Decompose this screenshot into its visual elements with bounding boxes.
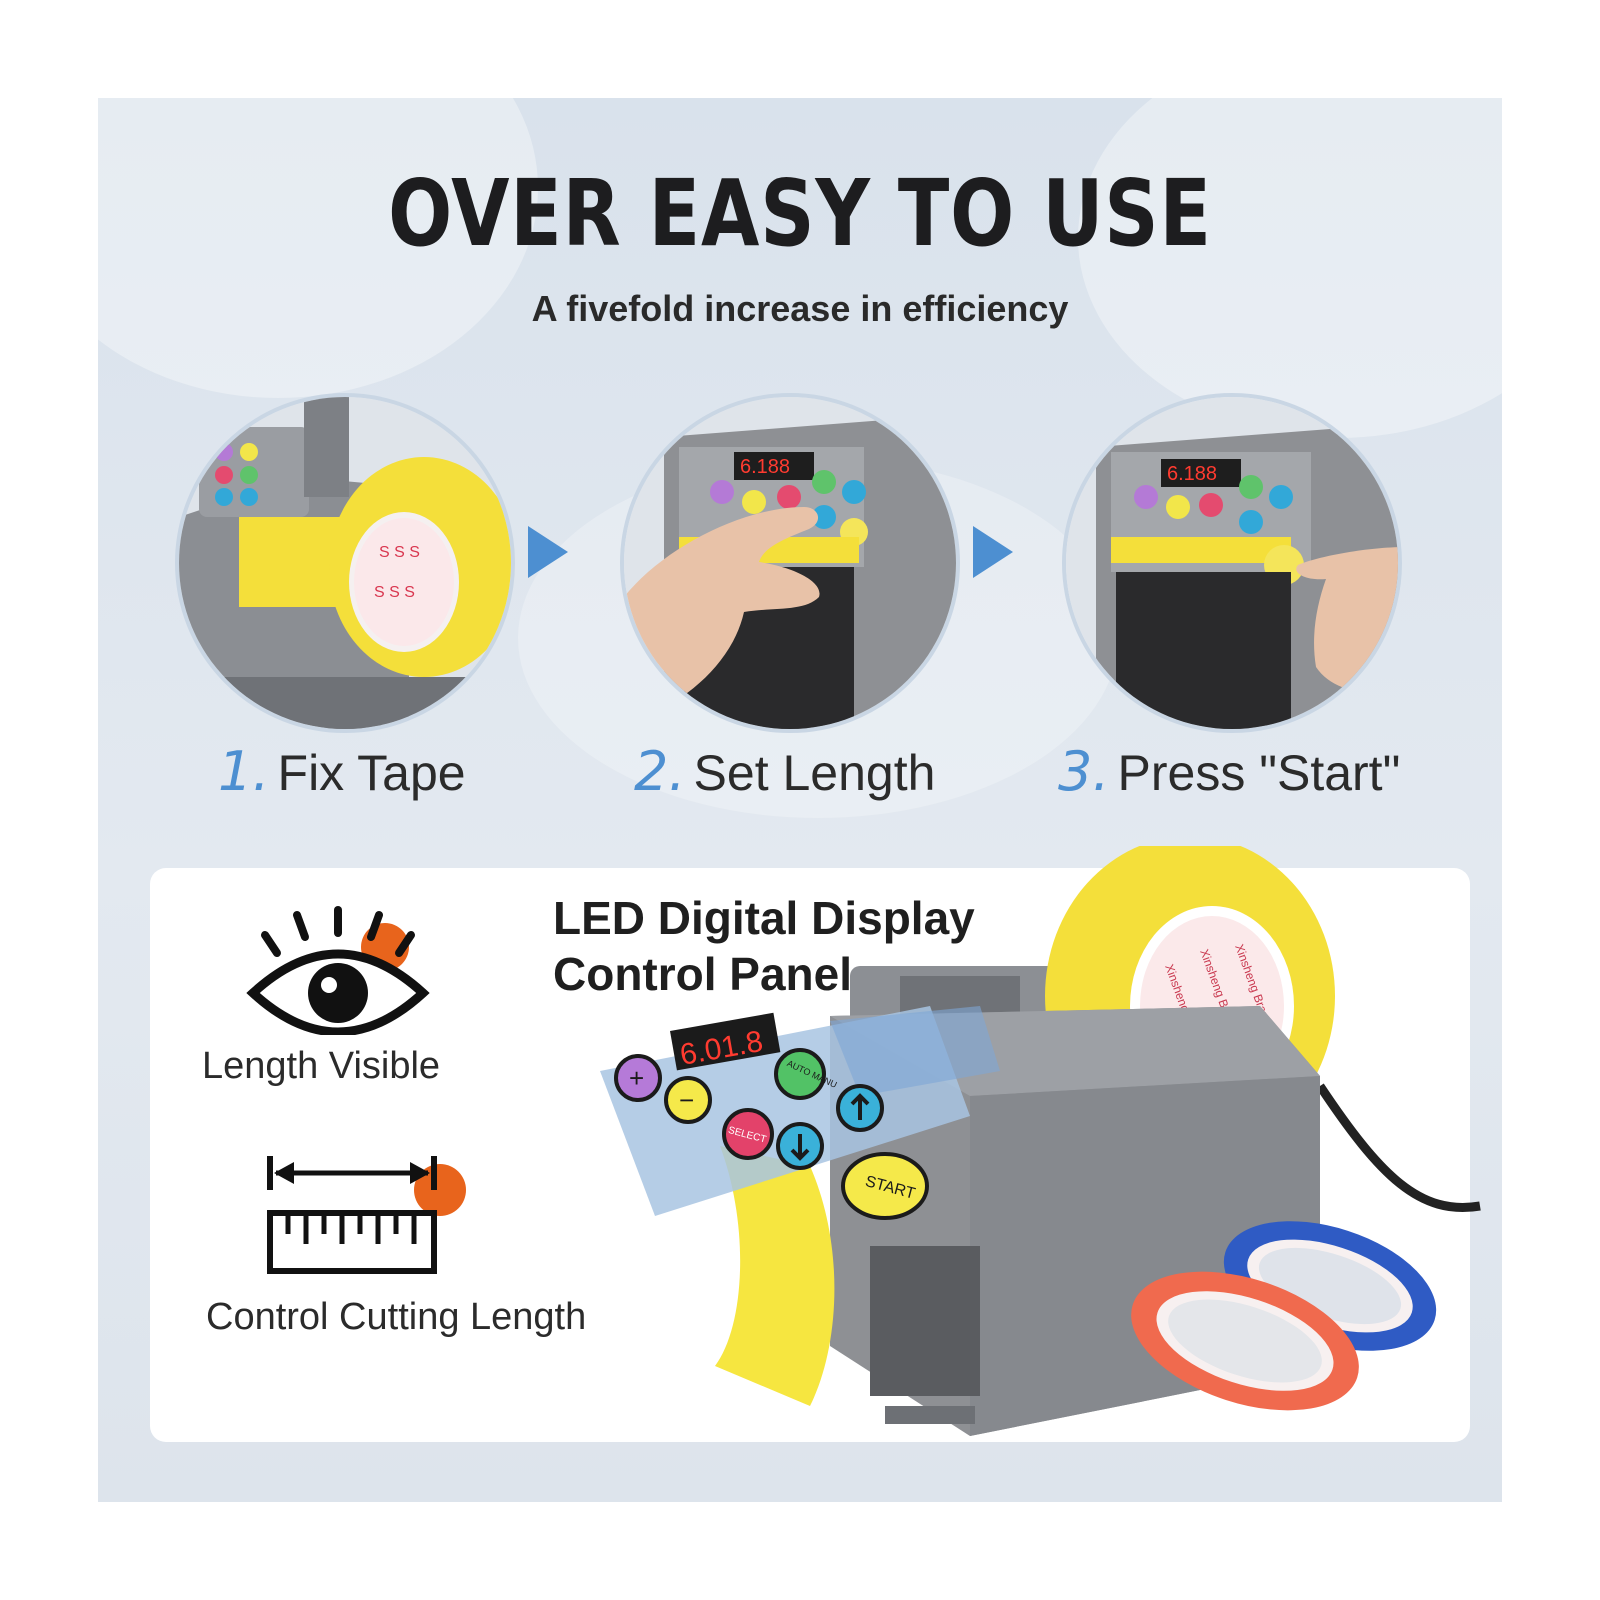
svg-text:6.188: 6.188 — [740, 456, 790, 478]
svg-text:S S S: S S S — [379, 544, 420, 561]
page-subtitle: A fivefold increase in efficiency — [531, 288, 1069, 329]
step-2-text: Set Length — [693, 745, 936, 801]
feature-card-heading-line1: LED Digital Display — [553, 892, 975, 944]
next-arrow-icon — [528, 526, 568, 578]
svg-text:S S S: S S S — [374, 584, 415, 601]
step-3-text: Press "Start" — [1117, 745, 1401, 801]
tape-dispenser-machine: Xinsheng Brand Tape Xinsheng Brand Tape … — [600, 846, 1481, 1436]
minus-button-label: − — [679, 1085, 694, 1115]
step-2-number: 2. — [634, 740, 686, 803]
step-1-number: 1. — [218, 740, 270, 803]
step-2-photo: 6.188 — [620, 393, 960, 733]
step-1-label: 1.Fix Tape — [218, 740, 466, 803]
feature-length-visible-label: Length Visible — [202, 1045, 441, 1087]
step-3-number: 3. — [1058, 740, 1110, 803]
step-1-text: Fix Tape — [277, 745, 466, 801]
feature-card-heading: LED Digital Display Control Panel — [553, 890, 975, 1002]
eye-icon — [246, 906, 430, 1035]
page-title: OVER EASY TO USE — [388, 160, 1212, 267]
step-3-photo: 6.188 — [1062, 393, 1402, 733]
feature-control-cutting-length-label: Control Cutting Length — [206, 1296, 587, 1338]
svg-text:6.188: 6.188 — [1167, 463, 1217, 485]
next-arrow-icon — [973, 526, 1013, 578]
step-1-photo: S S S S S S — [175, 393, 515, 733]
plus-button-label: + — [629, 1063, 644, 1093]
feature-card-heading-line2: Control Panel — [553, 948, 853, 1000]
ruler-icon — [267, 1156, 466, 1274]
step-2-label: 2.Set Length — [634, 740, 935, 803]
step-3-label: 3.Press "Start" — [1058, 740, 1400, 803]
